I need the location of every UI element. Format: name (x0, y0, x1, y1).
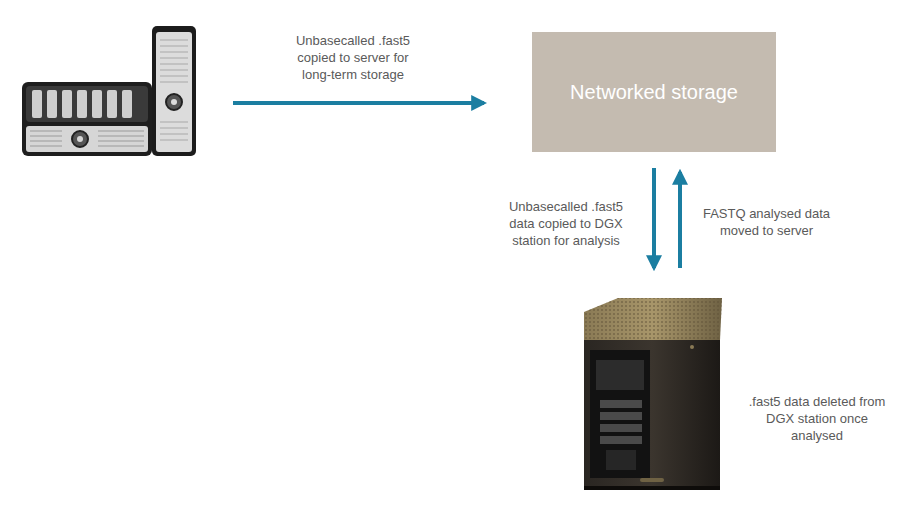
flow-arrow (652, 168, 656, 268)
flow-note: FASTQ analysed data moved to server (699, 205, 834, 239)
flow-note: Unbasecalled .fast5 copied to server for… (283, 32, 423, 83)
dgx-station-illustration (584, 298, 722, 490)
flow-arrow (233, 101, 484, 105)
tower-illustration (152, 26, 196, 156)
flow-note: .fast5 data deleted from DGX station onc… (747, 393, 887, 444)
flow-arrow (678, 172, 682, 268)
storage-box: Networked storage (532, 32, 776, 152)
sequencer-illustration (22, 82, 152, 156)
node-label: Networked storage (570, 81, 738, 104)
flow-note: Unbasecalled .fast5 data copied to DGX s… (501, 198, 631, 249)
